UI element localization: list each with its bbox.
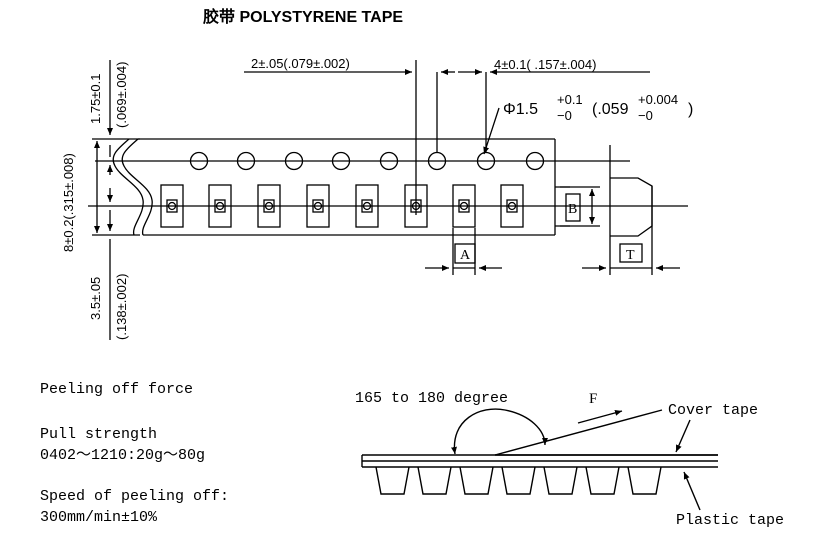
sprocket-holes	[189, 151, 545, 171]
pocket	[306, 184, 330, 228]
plastic-tape-label: Plastic tape	[676, 512, 784, 529]
page-title: 胶带 POLYSTYRENE TAPE	[203, 7, 403, 26]
force-label: F	[589, 391, 597, 407]
dim-hole-pitch: 4±0.1( .157±.004)	[494, 57, 596, 72]
pull-strength-label: Pull strength	[40, 426, 157, 443]
dim-hole-tol-lower: −0	[557, 108, 572, 123]
pocket	[355, 184, 379, 228]
dim-a	[425, 228, 502, 275]
speed-value: 300mm/min±10%	[40, 509, 158, 526]
pocket	[500, 184, 524, 228]
speed-label: Speed of peeling off:	[40, 488, 229, 505]
pocket	[257, 184, 281, 228]
pull-strength-value: 0402～1210:20g～80g	[40, 447, 205, 464]
label-t: T	[626, 248, 635, 263]
peeling-diagram	[361, 408, 718, 511]
dim-hole-to-pocket: 2±.05(.079±.002)	[251, 56, 350, 71]
cover-tape-line	[494, 409, 663, 456]
sprocket-hole	[525, 151, 545, 171]
force-arrow	[577, 409, 623, 424]
dim-edge-to-pocket: 3.5±.05	[88, 277, 103, 320]
pocket	[208, 184, 232, 228]
angle-label: 165 to 180 degree	[355, 390, 508, 407]
peel-pockets	[375, 466, 662, 495]
dim-edge-to-pocket-inch: (.138±.002)	[114, 274, 129, 340]
tape-drawing	[88, 60, 688, 340]
sprocket-hole	[236, 151, 256, 171]
sprocket-hole	[379, 151, 399, 171]
label-a: A	[460, 248, 471, 263]
dim-hole-inch: (.059	[592, 101, 629, 118]
tape-thickness-view	[582, 145, 680, 275]
peeling-text: Peeling off force Pull strength 0402～121…	[40, 381, 229, 526]
letter-labels: A B T	[460, 202, 635, 263]
dim-hole-close: )	[688, 101, 693, 118]
dim-hole-diameter: Φ1.5	[503, 101, 538, 118]
dim-edge-to-hole: 1.75±0.1	[88, 73, 103, 124]
sprocket-hole	[189, 151, 209, 171]
dim-hole-tol-upper: +0.1	[557, 92, 583, 107]
pocket	[160, 184, 184, 228]
pocket	[452, 184, 476, 228]
left-dimensions	[92, 60, 140, 340]
label-b: B	[568, 202, 577, 217]
sprocket-hole	[331, 151, 351, 171]
angle-arc	[451, 408, 548, 455]
dim-tape-width: 8±0.2(.315±.008)	[61, 153, 76, 252]
dim-hole-inch-tol-upper: +0.004	[638, 92, 678, 107]
sprocket-hole	[284, 151, 304, 171]
peeling-labels: 165 to 180 degree F Cover tape Plastic t…	[355, 390, 784, 529]
component-pockets	[160, 184, 524, 228]
sprocket-hole	[427, 151, 447, 171]
dimension-labels: 2±.05(.079±.002) 4±0.1( .157±.004) Φ1.5 …	[61, 56, 693, 340]
dim-hole-inch-tol-lower: −0	[638, 108, 653, 123]
dim-edge-to-hole-inch: (.069±.004)	[114, 62, 129, 128]
pocket-side-view	[555, 186, 600, 227]
cover-tape-label: Cover tape	[668, 402, 758, 419]
peeling-heading: Peeling off force	[40, 381, 193, 398]
